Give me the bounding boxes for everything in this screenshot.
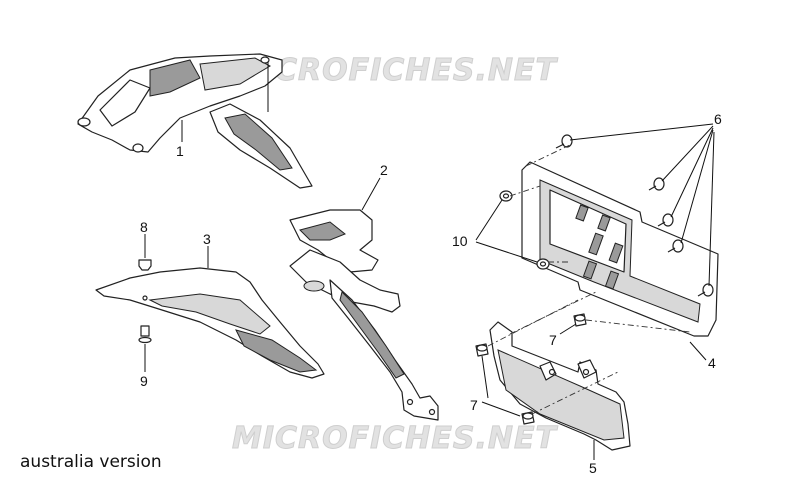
part-3-splash-guard [95,267,325,379]
callout-9: 9 [140,373,148,389]
callout-10: 10 [452,233,468,249]
leader-4 [689,341,707,361]
leader-2 [361,177,381,211]
callout-4: 4 [708,355,716,371]
part-4-plate-frame [521,161,719,337]
callout-3: 3 [203,231,211,247]
version-caption: australia version [20,452,162,472]
callout-7-upper: 7 [549,332,557,348]
assembly-lines [487,143,691,415]
part-6-screws [555,123,715,297]
watermark-bottom: MICROFICHES.NET [232,421,559,456]
callout-6: 6 [714,111,722,127]
part-8-screw [138,234,152,271]
part-10-washers [475,190,550,270]
part-9-nut [138,325,152,372]
callout-8: 8 [140,219,148,235]
part-5-plate-support [489,321,631,451]
callout-7-lower: 7 [470,397,478,413]
part-2-plate-bracket [289,209,439,421]
part-1-rear-fender [77,53,313,189]
callout-5: 5 [589,460,597,476]
callout-1: 1 [176,143,184,159]
callout-2: 2 [380,162,388,178]
part-7-nuts [475,313,587,425]
watermark-top: MICROFICHES.NET [232,53,559,88]
